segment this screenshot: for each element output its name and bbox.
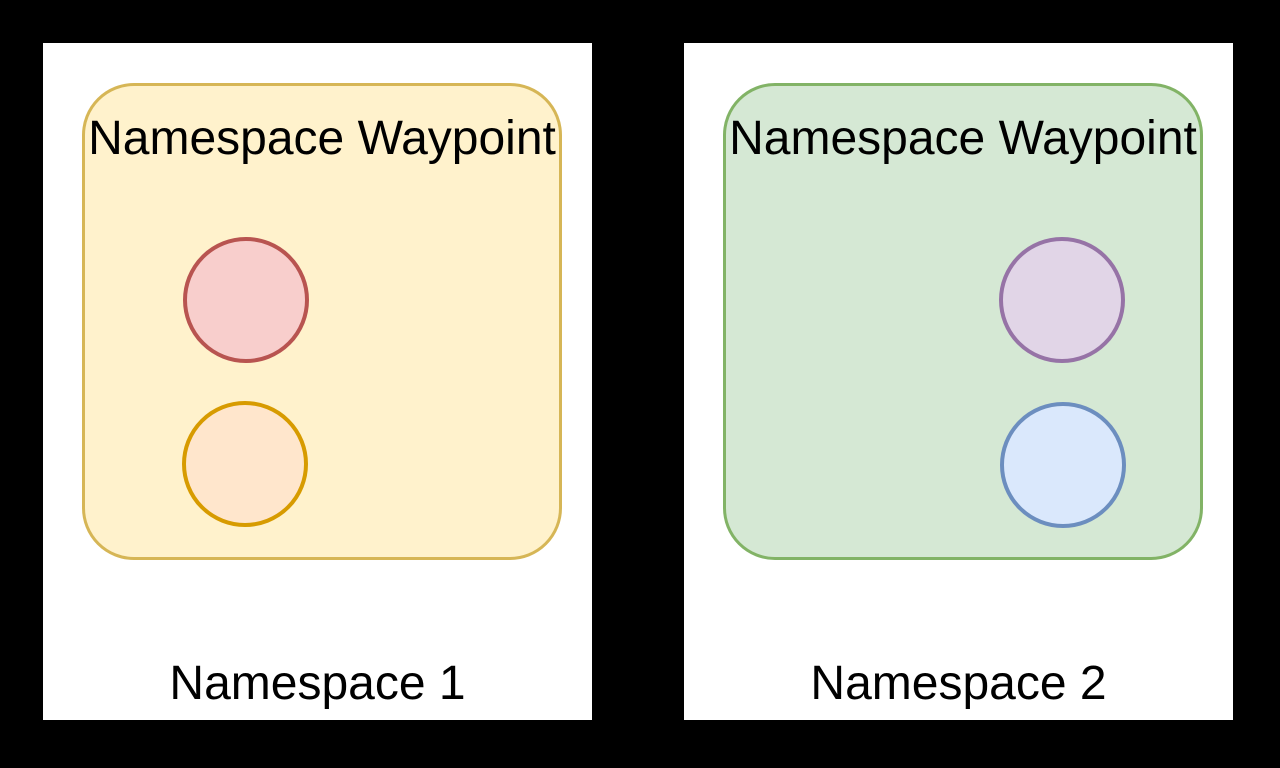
namespace-1-panel: Namespace Waypoint Namespace 1 [43, 43, 592, 720]
namespace-2-purple-pod-circle [999, 237, 1125, 363]
namespace-1-orange-pod-circle [182, 401, 308, 527]
namespace-2-caption: Namespace 2 [810, 657, 1107, 710]
namespace-1-waypoint-title: Namespace Waypoint [88, 112, 556, 165]
namespace-1-waypoint-box: Namespace Waypoint [82, 83, 562, 560]
namespace-2-waypoint-title: Namespace Waypoint [729, 112, 1197, 165]
namespace-2-blue-pod-circle [1000, 402, 1126, 528]
namespace-2-waypoint-box: Namespace Waypoint [723, 83, 1203, 560]
namespace-2-panel: Namespace Waypoint Namespace 2 [684, 43, 1233, 720]
namespace-1-caption: Namespace 1 [169, 657, 466, 710]
namespace-1-red-pod-circle [183, 237, 309, 363]
